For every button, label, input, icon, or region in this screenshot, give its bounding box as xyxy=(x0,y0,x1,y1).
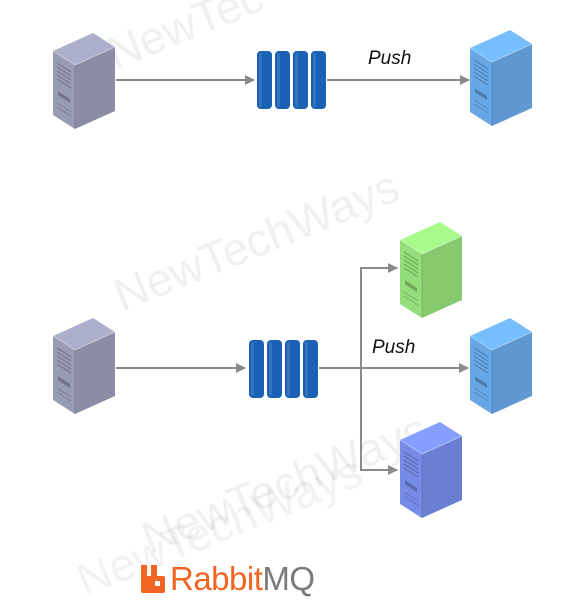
logo-mq-text: MQ xyxy=(262,559,315,597)
producer-server-icon xyxy=(53,33,115,129)
bottom-flow: Push xyxy=(53,222,532,518)
push-label: Push xyxy=(368,48,411,69)
consumer-server-indigo-icon xyxy=(400,422,462,518)
consumer-server-blue-icon xyxy=(470,318,532,414)
fanout-arrow-bottom xyxy=(360,368,398,475)
fanout-arrow-top xyxy=(360,263,398,368)
queue-icon xyxy=(257,51,326,109)
rabbitmq-logo-icon xyxy=(141,565,165,593)
watermark-layer: NewTec NewTechWays NewTechWays NewTechWa… xyxy=(69,0,434,606)
queue-icon xyxy=(249,340,318,398)
consumer-server-icon xyxy=(470,30,532,126)
watermark-text: NewTec xyxy=(99,0,270,79)
consumer-server-green-icon xyxy=(400,222,462,318)
push-label: Push xyxy=(372,337,415,358)
producer-server-icon xyxy=(53,318,115,414)
logo-rabbit-text: Rabbit xyxy=(170,559,263,597)
top-flow: Push xyxy=(53,30,532,129)
